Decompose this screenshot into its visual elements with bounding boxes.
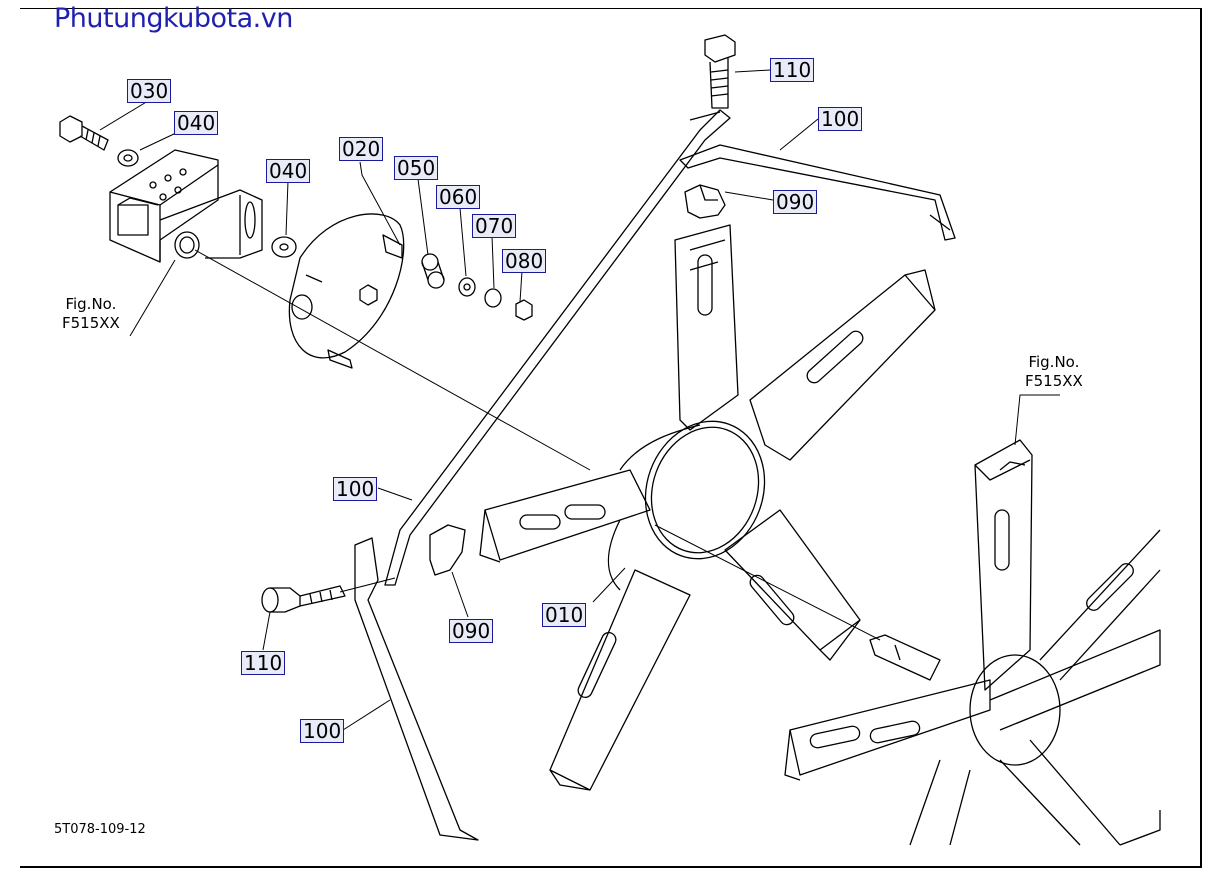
collar-050 — [421, 253, 445, 289]
figure-ref-right-line2: F515XX — [1025, 372, 1083, 390]
star-wheel-010 — [479, 224, 936, 791]
nut-080 — [515, 299, 533, 321]
figure-ref-left[interactable]: Fig.No. F515XX — [62, 295, 120, 333]
callout-110-top[interactable]: 110 — [770, 58, 815, 82]
figure-ref-left-line1: Fig.No. — [65, 295, 117, 313]
document-code: 5T078-109-12 — [54, 822, 146, 837]
bolt-030 — [59, 115, 109, 151]
shaft-stub — [869, 634, 941, 681]
washer-040-right — [271, 236, 297, 258]
arm-100-top — [679, 144, 956, 241]
watermark: Phutungkubota.vn — [54, 3, 293, 34]
washer-040-left — [117, 149, 139, 167]
mounting-bracket — [109, 149, 263, 263]
callout-020[interactable]: 020 — [339, 137, 384, 161]
figure-ref-right[interactable]: Fig.No. F515XX — [1025, 353, 1083, 391]
callout-010[interactable]: 010 — [542, 603, 587, 627]
drawing-frame — [20, 8, 1202, 868]
bolt-110-top — [704, 34, 736, 109]
callout-060[interactable]: 060 — [436, 185, 481, 209]
callout-080[interactable]: 080 — [502, 249, 547, 273]
nut-on-plate — [359, 284, 378, 306]
plate-020 — [288, 213, 405, 369]
washer-060 — [458, 277, 476, 297]
callout-110-lower[interactable]: 110 — [241, 651, 286, 675]
clamp-090-lower — [429, 524, 466, 576]
callout-040-left[interactable]: 040 — [174, 111, 219, 135]
callout-030[interactable]: 030 — [127, 79, 172, 103]
callout-090-top[interactable]: 090 — [773, 190, 818, 214]
figure-ref-right-line1: Fig.No. — [1028, 353, 1080, 371]
callout-050[interactable]: 050 — [394, 156, 439, 180]
adjacent-wheel — [784, 439, 1161, 846]
leader-lines — [99, 69, 1060, 731]
callout-070[interactable]: 070 — [472, 214, 517, 238]
callout-100-lower[interactable]: 100 — [300, 719, 345, 743]
bar-100-middle — [384, 109, 731, 586]
lock-washer-070 — [484, 288, 502, 308]
clamp-090-top — [684, 184, 726, 219]
axis-line — [194, 249, 591, 471]
figure-ref-left-line2: F515XX — [62, 314, 120, 332]
callout-100-middle[interactable]: 100 — [333, 477, 378, 501]
callout-040-right[interactable]: 040 — [266, 159, 311, 183]
bolt-110-lower — [261, 585, 346, 613]
bar-100-lower — [354, 537, 479, 841]
callout-100-top[interactable]: 100 — [818, 107, 863, 131]
callout-090-lower[interactable]: 090 — [449, 619, 494, 643]
